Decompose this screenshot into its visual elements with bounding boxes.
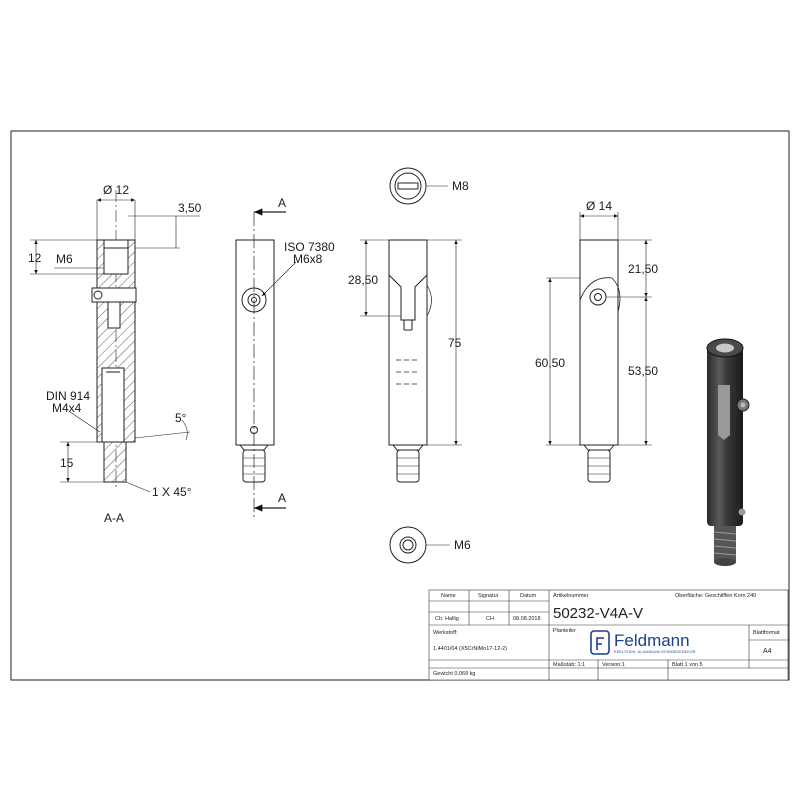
rear-d3-label: 53,50	[628, 364, 658, 378]
section-view-labels: Ø 12 3,50 12 M6 DIN 914 M4x4 5° 15 1 X 4…	[28, 183, 202, 525]
section-angle-label: 5°	[175, 411, 187, 425]
rear-view-labels: Ø 14 21,50 60,50 53,50	[535, 199, 658, 378]
weight-value: Gewicht 0,069 kg	[433, 671, 476, 677]
sheet-border	[10, 130, 790, 681]
section-caption: A-A	[104, 511, 124, 525]
section-dia-label: Ø 12	[103, 183, 129, 197]
cut-line-label-top: A	[278, 196, 286, 210]
section-depth-label: 3,50	[178, 201, 202, 215]
article-number: 50232-V4A-V	[553, 605, 643, 622]
article-label: Artikelnummer	[553, 593, 589, 599]
front-view-labels: A A ISO 7380 M6x8	[278, 196, 335, 505]
rear-d1-label: 21,50	[628, 262, 658, 276]
brand-name: Feldmann	[614, 631, 690, 650]
material-label: Werkstoff:	[433, 630, 458, 636]
slot-length-label: 28,50	[348, 273, 378, 287]
section-view-a-a	[30, 190, 200, 493]
pin-size-label: M6x8	[293, 252, 323, 266]
rear-view	[546, 212, 652, 483]
checked-name: Ch. Hallig	[435, 616, 459, 622]
version-value: Version:1	[602, 662, 625, 668]
feldmann-logo-icon	[590, 630, 610, 655]
sheet-format-label: Blattformat	[753, 630, 780, 636]
col-date-header: Datum	[520, 593, 537, 599]
checked-date: 08.08.2018	[513, 616, 541, 622]
cut-line-label-bottom: A	[278, 491, 286, 505]
col-signature-header: Signatur	[478, 593, 499, 599]
side-view	[360, 167, 462, 564]
pin-std-label: ISO 7380	[284, 240, 335, 254]
sheet-count: Blatt 1 von 5	[672, 662, 703, 668]
surface-finish: Oberfläche: Geschliffen Korn 240	[675, 593, 756, 599]
front-view	[235, 208, 297, 520]
bottom-thread-label: M6	[454, 538, 471, 552]
isometric-render	[706, 338, 750, 566]
rear-dia-label: Ø 14	[586, 199, 612, 213]
total-length-label: 75	[448, 336, 462, 350]
section-thread-label: M6	[56, 252, 73, 266]
side-view-labels: M8 28,50 75 M6	[348, 179, 471, 552]
checked-signature: CH	[486, 616, 494, 622]
section-pin-len-label: 15	[60, 456, 74, 470]
material-value: 1.4401/04 (X5CrNiMo17-12-2)	[433, 646, 507, 652]
section-chamfer-label: 1 X 45°	[152, 485, 192, 499]
section-top-len-label: 12	[28, 251, 42, 265]
brand-tagline: EDELSTAHL-ALUMINIUM-SCHMIEDEDEKOR	[614, 650, 696, 654]
top-thread-label: M8	[452, 179, 469, 193]
scale-value: Maßstab: 1:1	[553, 662, 585, 668]
feldmann-logo: Feldmann EDELSTAHL-ALUMINIUM-SCHMIEDEDEK…	[590, 630, 696, 655]
title-block-text: Name Signatur Datum Ch. Hallig CH 08.08.…	[433, 593, 780, 677]
set-screw-size-label: M4x4	[52, 401, 82, 415]
rear-d2-label: 60,50	[535, 356, 565, 370]
set-screw-std-label: DIN 914	[46, 389, 90, 403]
drawing-label: Planteiler	[553, 628, 576, 634]
sheet-format-value: A4	[763, 648, 772, 655]
col-name-header: Name	[441, 593, 456, 599]
